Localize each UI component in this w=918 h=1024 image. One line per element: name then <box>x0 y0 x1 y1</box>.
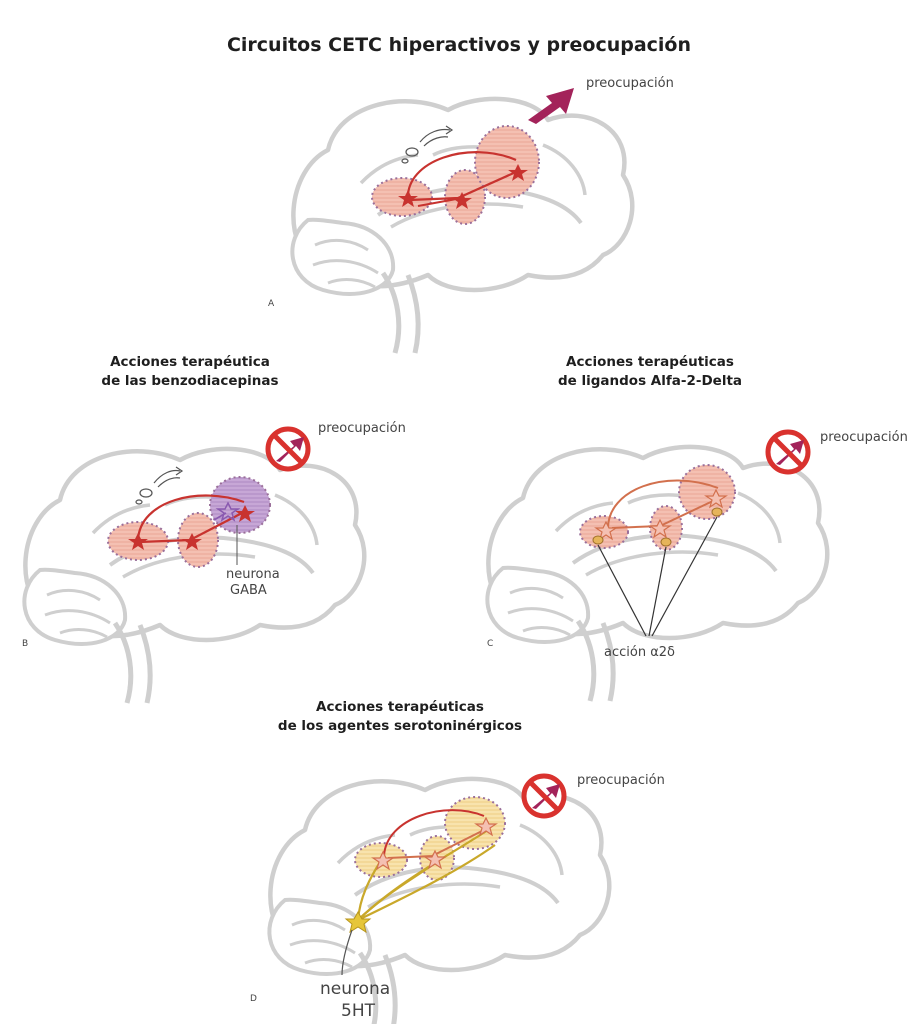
neuron-cortex-b <box>235 505 255 522</box>
neuron-thalamus-c <box>648 518 672 539</box>
circuit-path-b1 <box>136 494 245 541</box>
heading-d-line1: Acciones terapéuticas <box>316 699 484 715</box>
heading-b-line2: de las benzodiacepinas <box>101 373 279 389</box>
heading-serotonergic: Acciones terapéuticas de los agentes ser… <box>240 698 560 736</box>
neuron-cortex-c <box>704 488 728 509</box>
alpha2delta-label: acción α2δ <box>604 645 675 660</box>
region-prefrontal-gaba-b <box>209 476 271 534</box>
brain-outline-c <box>487 447 827 701</box>
worry-label-b: preocupación <box>318 421 406 436</box>
worry-arrow-a <box>528 88 574 124</box>
heading-benzodiazepines: Acciones terapéutica de las benzodiacepi… <box>60 353 320 391</box>
neuron-cortex-d <box>474 816 498 837</box>
panel-d: preocupación neurona 5HT D <box>250 773 665 1024</box>
5ht-leader <box>341 929 353 976</box>
region-prefrontal-d <box>444 796 506 850</box>
neuron-5ht <box>344 910 372 934</box>
thought-icon-b <box>135 466 184 505</box>
blocked-worry-icon-c <box>768 432 808 472</box>
blocked-worry-icon-b <box>268 429 308 469</box>
worry-label-d: preocupación <box>577 773 665 788</box>
neuron-thalamus-a <box>452 192 472 209</box>
blocked-worry-icon-d <box>524 776 564 816</box>
brain-outline-b <box>24 449 364 703</box>
panel-letter-a: A <box>268 299 275 309</box>
alpha2delta-leaders <box>597 516 718 637</box>
panel-letter-b: B <box>22 639 28 649</box>
region-thalamus-a <box>444 169 486 225</box>
panel-letter-d: D <box>250 994 257 1004</box>
alpha2delta-site-1 <box>592 535 604 545</box>
heading-alpha2delta: Acciones terapéuticas de ligandos Alfa-2… <box>520 353 780 391</box>
alpha2delta-site-3 <box>711 507 723 517</box>
neuron-striatum-d <box>371 850 395 871</box>
panel-b: preocupación neurona GABA B <box>22 421 406 703</box>
gaba-label-line2: GABA <box>230 583 267 598</box>
gaba-axon-b <box>213 512 227 521</box>
circuit-path-c1 <box>607 479 719 529</box>
circuit-path-a1 <box>406 151 517 201</box>
worry-label-a: preocupación <box>586 76 674 91</box>
worry-label-c: preocupación <box>820 430 908 445</box>
neuron-thalamus-d <box>423 849 447 870</box>
panel-letter-c: C <box>487 639 493 649</box>
figure-title: Circuitos CETC hiperactivos y preocupaci… <box>226 34 692 56</box>
panel-a: preocupación A <box>268 76 674 353</box>
brain-outline-a <box>292 99 632 353</box>
heading-c-line1: Acciones terapéuticas <box>566 354 734 370</box>
neuron-gaba-b <box>215 501 241 522</box>
gaba-label-line1: neurona <box>226 567 280 582</box>
neuron-striatum-b <box>128 533 148 550</box>
neuron-striatum-c <box>594 520 618 541</box>
thought-icon-a <box>401 125 454 164</box>
region-prefrontal-c <box>678 464 736 520</box>
neuron-cortex-a <box>508 164 528 181</box>
heading-b-line1: Acciones terapéutica <box>110 354 270 370</box>
heading-c-line2: de ligandos Alfa-2-Delta <box>557 373 743 389</box>
neuron-striatum-a <box>398 190 418 207</box>
alpha2delta-site-2 <box>660 537 672 547</box>
circuit-path-d1 <box>383 809 485 857</box>
5ht-label-line1: neurona <box>320 979 390 999</box>
panel-c: preocupación acción α2δ C <box>487 430 908 701</box>
neuron-thalamus-b <box>182 533 202 550</box>
heading-d-line2: de los agentes serotoninérgicos <box>277 718 523 734</box>
5ht-label-line2: 5HT <box>341 1001 376 1021</box>
